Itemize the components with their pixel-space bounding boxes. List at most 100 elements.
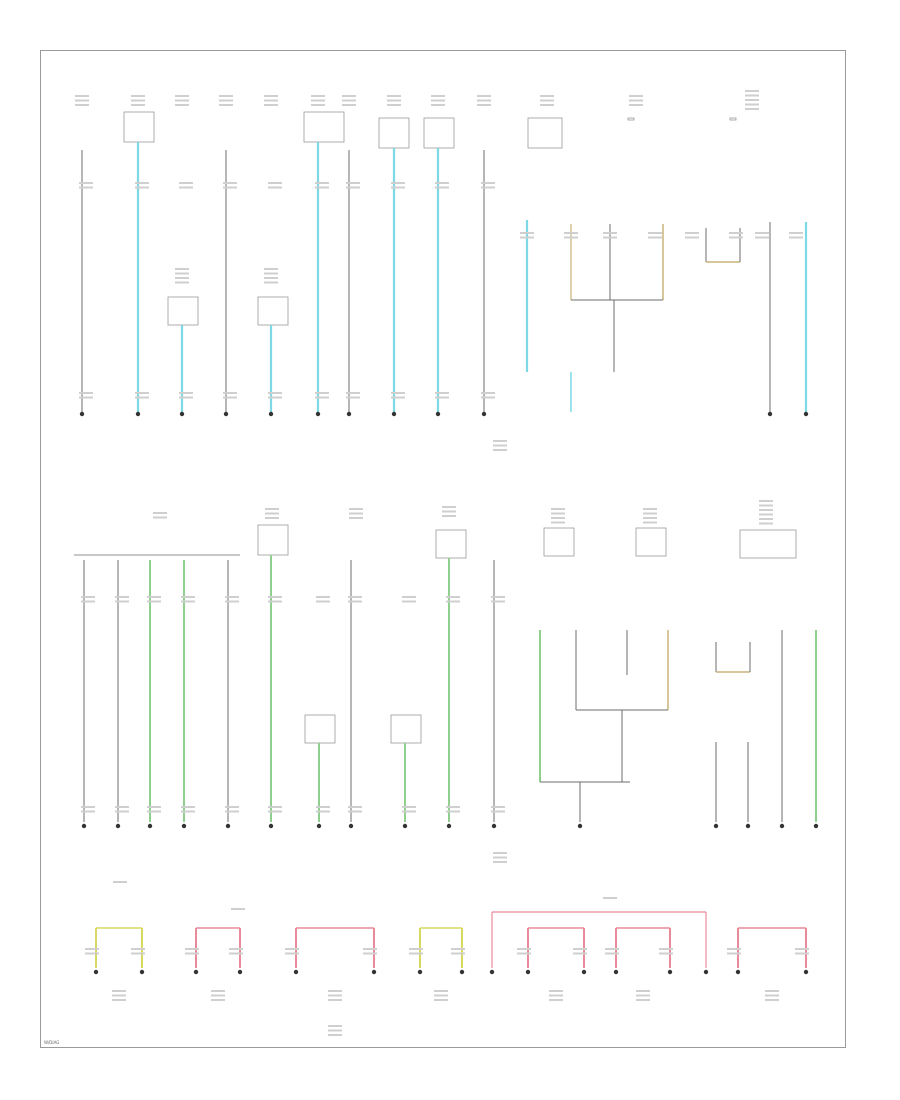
fine-print-label xyxy=(605,948,619,950)
fine-print-label xyxy=(342,104,356,106)
fine-print-label xyxy=(759,513,773,516)
fine-print-label xyxy=(219,95,233,97)
fine-print-label xyxy=(346,186,360,189)
ground-terminal xyxy=(147,823,153,829)
ground-terminal xyxy=(193,969,199,975)
fine-print-label xyxy=(348,806,362,808)
fine-print-label xyxy=(745,99,759,101)
fine-print-label xyxy=(81,806,95,808)
fine-print-label xyxy=(759,509,773,511)
fine-print-label xyxy=(795,948,809,950)
fine-print-label xyxy=(434,994,448,997)
fine-print-label xyxy=(520,232,534,234)
fine-print-label xyxy=(175,272,189,275)
fine-print-label xyxy=(540,104,554,106)
fine-print-label xyxy=(636,994,650,997)
fine-print-label xyxy=(517,952,531,955)
fine-print-label xyxy=(435,186,449,189)
fine-print-label xyxy=(629,95,643,97)
fine-print-label xyxy=(789,236,803,239)
fine-print-label xyxy=(211,999,225,1001)
fine-print-label xyxy=(477,99,491,102)
fine-print-label xyxy=(493,440,507,442)
fine-print-label xyxy=(131,95,145,97)
ground-terminal xyxy=(371,969,377,975)
fine-print-label xyxy=(328,1025,342,1027)
fine-print-label xyxy=(409,948,423,950)
fine-print-label xyxy=(759,500,773,502)
component-box xyxy=(527,117,563,149)
fine-print-label xyxy=(540,95,554,97)
fine-print-label xyxy=(225,806,239,808)
fine-print-label xyxy=(315,182,329,184)
ground-terminal xyxy=(315,411,321,417)
fine-print-label xyxy=(648,232,662,234)
fine-print-label xyxy=(264,95,278,97)
ground-terminal xyxy=(79,411,85,417)
fine-print-label xyxy=(643,512,657,515)
fine-print-label xyxy=(135,396,149,399)
ground-terminal xyxy=(813,823,819,829)
ground-terminal xyxy=(525,969,531,975)
fine-print-label xyxy=(229,948,243,950)
ground-terminal xyxy=(577,823,583,829)
fine-print-label xyxy=(268,182,282,184)
fine-print-label xyxy=(223,186,237,189)
ground-terminal xyxy=(268,823,274,829)
fine-print-label xyxy=(659,952,673,955)
fine-print-label xyxy=(268,186,282,189)
fine-print-label xyxy=(551,508,565,510)
fine-print-label xyxy=(402,806,416,808)
fine-print-label xyxy=(147,596,161,598)
fine-print-label xyxy=(517,948,531,950)
ground-terminal xyxy=(223,411,229,417)
fine-print-label xyxy=(435,182,449,184)
fine-print-label xyxy=(491,600,505,603)
fine-print-label xyxy=(264,281,278,284)
fine-print-label xyxy=(481,396,495,399)
fine-print-label xyxy=(551,521,565,524)
fine-print-label xyxy=(729,232,743,234)
fine-print-label xyxy=(153,516,167,519)
ground-terminal xyxy=(348,823,354,829)
fine-print-label xyxy=(346,396,360,399)
fine-print-label xyxy=(387,104,401,106)
fine-print-label xyxy=(755,236,769,239)
component-box xyxy=(303,111,345,143)
fine-print-label xyxy=(431,104,445,106)
fine-print-label xyxy=(285,948,299,950)
fine-print-label xyxy=(264,104,278,106)
fine-print-label xyxy=(131,952,145,955)
fine-print-label xyxy=(759,504,773,507)
component-box xyxy=(739,529,797,559)
fine-print-label xyxy=(115,596,129,598)
ground-terminal xyxy=(703,969,709,975)
fine-print-label xyxy=(759,522,773,525)
ground-terminal xyxy=(139,969,145,975)
fine-print-label xyxy=(685,236,699,239)
fine-print-label xyxy=(493,444,507,447)
fine-print-label xyxy=(402,810,416,813)
fine-print-label xyxy=(112,999,126,1001)
fine-print-label xyxy=(431,95,445,97)
component-box xyxy=(423,117,455,149)
ground-terminal xyxy=(735,969,741,975)
fine-print-label xyxy=(409,952,423,955)
fine-print-label xyxy=(648,236,662,239)
fine-print-label xyxy=(629,104,643,106)
ground-terminal xyxy=(489,969,495,975)
ground-terminal xyxy=(316,823,322,829)
fine-print-label xyxy=(431,99,445,102)
fine-print-label xyxy=(264,268,278,270)
ground-terminal xyxy=(391,411,397,417)
fine-print-label xyxy=(131,99,145,102)
fine-print-label xyxy=(175,281,189,284)
fine-print-label xyxy=(481,182,495,184)
component-box xyxy=(543,527,575,557)
fine-print-label xyxy=(147,806,161,808)
fine-print-label xyxy=(434,999,448,1001)
fine-print-label xyxy=(229,952,243,955)
fine-print-label xyxy=(328,999,342,1001)
ground-terminal xyxy=(459,969,465,975)
fine-print-label xyxy=(135,392,149,394)
